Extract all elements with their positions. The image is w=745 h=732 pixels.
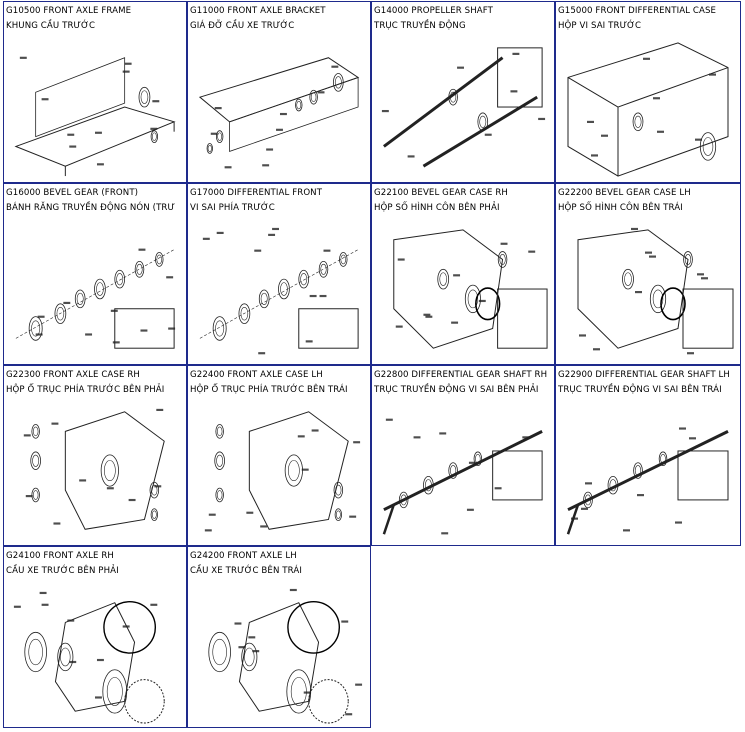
parts-diagram-thumbnail [558,38,738,180]
exploded-view-drawing [208,588,363,724]
part-code-title: G22200 BEVEL GEAR CASE LH [558,188,691,198]
exploded-view-drawing [577,227,734,355]
part-subtitle: HỘP SỐ HÌNH CÔN BÊN PHẢI [374,203,500,213]
part-code-title: G14000 PROPELLER SHAFT [374,6,494,16]
catalog-cell-g22800[interactable]: G22800 DIFFERENTIAL GEAR SHAFT RH TRỤC T… [371,365,555,546]
exploded-view-drawing [567,42,729,177]
parts-diagram-thumbnail [558,220,738,362]
parts-diagram-thumbnail [374,220,552,362]
exploded-view-drawing [14,56,176,177]
part-subtitle: VI SAI PHÍA TRƯỚC [190,203,275,213]
part-subtitle: CẦU XE TRƯỚC BÊN TRÁI [190,566,302,576]
part-code-title: G22100 BEVEL GEAR CASE RH [374,188,508,198]
cell-caption: G22800 DIFFERENTIAL GEAR SHAFT RH TRỤC T… [374,368,552,398]
exploded-view-drawing [13,591,165,724]
cell-caption: G17000 DIFFERENTIAL FRONT VI SAI PHÍA TR… [190,186,368,216]
part-subtitle: CẦU XE TRƯỚC BÊN PHẢI [6,566,119,576]
exploded-view-drawing [393,229,548,349]
exploded-view-drawing [204,411,361,532]
part-code-title: G10500 FRONT AXLE FRAME [6,6,132,16]
catalog-cell-g22900[interactable]: G22900 DIFFERENTIAL GEAR SHAFT LH TRỤC T… [555,365,741,546]
part-subtitle: KHUNG CẦU TRƯỚC [6,21,96,31]
part-code-title: G15000 FRONT DIFFERENTIAL CASE [558,6,717,16]
cell-caption: G22100 BEVEL GEAR CASE RH HỘP SỐ HÌNH CÔ… [374,186,552,216]
parts-diagram-thumbnail [6,38,184,180]
parts-diagram-thumbnail [190,220,368,362]
catalog-cell-g11000[interactable]: G11000 FRONT AXLE BRACKET GIÁ ĐỠ CẦU XE … [187,1,371,183]
part-code-title: G16000 BEVEL GEAR (FRONT) [6,188,139,198]
exploded-view-drawing [199,227,359,355]
cell-caption: G10500 FRONT AXLE FRAME KHUNG CẦU TRƯỚC [6,4,184,34]
catalog-cell-g22300[interactable]: G22300 FRONT AXLE CASE RH HỘP Ổ TRỤC PHÍ… [3,365,187,546]
parts-diagram-thumbnail [6,583,184,725]
part-subtitle: HỘP Ổ TRỤC PHÍA TRƯỚC BÊN TRÁI [190,385,348,395]
exploded-view-drawing [566,427,729,535]
part-subtitle: BÁNH RĂNG TRUYỀN ĐỘNG NÓN (TRƯ [6,203,175,213]
exploded-view-drawing [381,47,546,168]
parts-diagram-thumbnail [374,38,552,180]
cell-caption: G22200 BEVEL GEAR CASE LH HỘP SỐ HÌNH CÔ… [558,186,738,216]
catalog-cell-g22200[interactable]: G22200 BEVEL GEAR CASE LH HỘP SỐ HÌNH CÔ… [555,183,741,365]
part-subtitle: HỘP VI SAI TRƯỚC [558,21,642,31]
exploded-view-drawing [382,418,543,535]
cell-caption: G15000 FRONT DIFFERENTIAL CASE HỘP VI SA… [558,4,738,34]
catalog-cell-g17000[interactable]: G17000 DIFFERENTIAL FRONT VI SAI PHÍA TR… [187,183,371,365]
catalog-cell-g15000[interactable]: G15000 FRONT DIFFERENTIAL CASE HỘP VI SA… [555,1,741,183]
part-code-title: G22900 DIFFERENTIAL GEAR SHAFT LH [558,370,730,380]
cell-caption: G22300 FRONT AXLE CASE RH HỘP Ổ TRỤC PHÍ… [6,368,184,398]
cell-caption: G24100 FRONT AXLE RH CẦU XE TRƯỚC BÊN PH… [6,549,184,579]
parts-diagram-thumbnail [190,583,368,725]
part-subtitle: TRỤC TRUYỀN ĐỘNG VI SAI BÊN PHẢI [374,385,539,395]
catalog-cell-g14000[interactable]: G14000 PROPELLER SHAFT TRỤC TRUYỀN ĐỘNG [371,1,555,183]
exploded-view-drawing [23,408,165,530]
part-subtitle: HỘP SỐ HÌNH CÔN BÊN TRÁI [558,203,683,213]
part-code-title: G24200 FRONT AXLE LH [190,551,297,561]
parts-diagram-thumbnail [190,402,368,543]
parts-diagram-thumbnail [190,38,368,180]
cell-caption: G22900 DIFFERENTIAL GEAR SHAFT LH TRỤC T… [558,368,738,398]
part-code-title: G17000 DIFFERENTIAL FRONT [190,188,323,198]
part-subtitle: GIÁ ĐỠ CẦU XE TRƯỚC [190,21,295,31]
parts-catalog-grid: G10500 FRONT AXLE FRAME KHUNG CẦU TRƯỚC … [3,1,741,728]
part-code-title: G22300 FRONT AXLE CASE RH [6,370,140,380]
catalog-cell-g10500[interactable]: G10500 FRONT AXLE FRAME KHUNG CẦU TRƯỚC [3,1,187,183]
cell-caption: G11000 FRONT AXLE BRACKET GIÁ ĐỠ CẦU XE … [190,4,368,34]
cell-caption: G22400 FRONT AXLE CASE LH HỘP Ổ TRỤC PHÍ… [190,368,368,398]
catalog-cell-g24100[interactable]: G24100 FRONT AXLE RH CẦU XE TRƯỚC BÊN PH… [3,546,187,728]
cell-caption: G24200 FRONT AXLE LH CẦU XE TRƯỚC BÊN TR… [190,549,368,579]
part-subtitle: TRỤC TRUYỀN ĐỘNG VI SAI BÊN TRÁI [558,385,722,395]
parts-diagram-thumbnail [6,220,184,362]
part-code-title: G22800 DIFFERENTIAL GEAR SHAFT RH [374,370,548,380]
part-code-title: G11000 FRONT AXLE BRACKET [190,6,326,16]
part-code-title: G22400 FRONT AXLE CASE LH [190,370,323,380]
part-subtitle: TRỤC TRUYỀN ĐỘNG [374,21,466,31]
catalog-cell-g24200[interactable]: G24200 FRONT AXLE LH CẦU XE TRƯỚC BÊN TR… [187,546,371,728]
parts-diagram-thumbnail [6,402,184,543]
parts-diagram-thumbnail [558,402,738,543]
parts-diagram-thumbnail [374,402,552,543]
exploded-view-drawing [15,248,176,349]
catalog-cell-g22100[interactable]: G22100 BEVEL GEAR CASE RH HỘP SỐ HÌNH CÔ… [371,183,555,365]
exploded-view-drawing [198,57,360,169]
catalog-cell-g22400[interactable]: G22400 FRONT AXLE CASE LH HỘP Ổ TRỤC PHÍ… [187,365,371,546]
cell-caption: G14000 PROPELLER SHAFT TRỤC TRUYỀN ĐỘNG [374,4,552,34]
part-code-title: G24100 FRONT AXLE RH [6,551,114,561]
part-subtitle: HỘP Ổ TRỤC PHÍA TRƯỚC BÊN PHẢI [6,385,165,395]
cell-caption: G16000 BEVEL GEAR (FRONT) BÁNH RĂNG TRUY… [6,186,184,216]
catalog-cell-g16000[interactable]: G16000 BEVEL GEAR (FRONT) BÁNH RĂNG TRUY… [3,183,187,365]
